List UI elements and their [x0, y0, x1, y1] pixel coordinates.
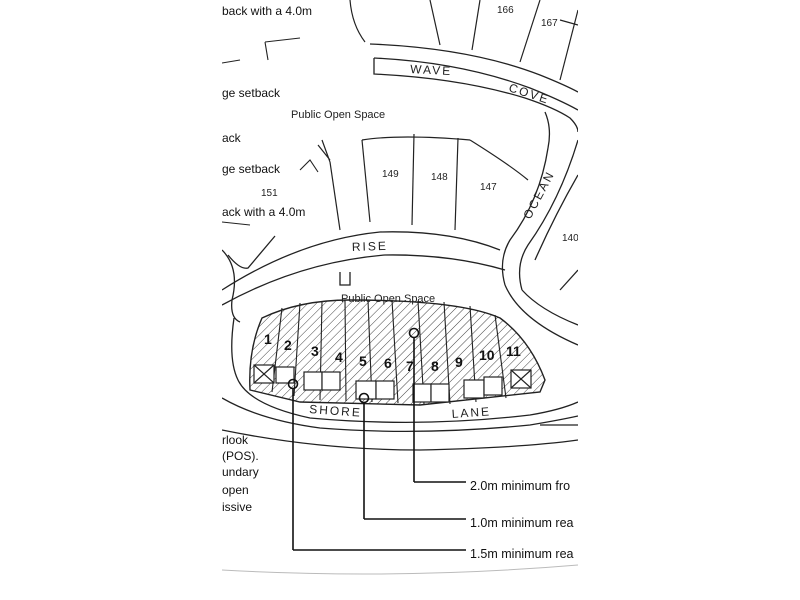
open-space-label-upper: Public Open Space: [291, 109, 385, 121]
existing-lot-167: 167: [541, 18, 558, 29]
street-label-cove: COVE: [507, 81, 551, 107]
new-lot-4: 4: [335, 349, 343, 365]
existing-lot-166: 166: [497, 5, 514, 16]
new-lot-10: 10: [479, 347, 495, 363]
left-lot-lines: [222, 37, 319, 226]
street-label-rise: RISE: [352, 239, 388, 254]
setback-front-label: 2.0m minimum fro: [470, 479, 570, 493]
top-lot-lines: [349, 0, 578, 81]
new-lot-5: 5: [359, 353, 367, 369]
new-lot-6: 6: [384, 355, 392, 371]
left-note-4: ge setback: [222, 162, 281, 176]
new-lot-2: 2: [284, 337, 292, 353]
site-plan: WAVE COVE OCEAN RISE SHORE LANE Public O…: [222, 0, 578, 600]
new-lot-7: 7: [406, 358, 414, 374]
site-plan-drawing: WAVE COVE OCEAN RISE SHORE LANE Public O…: [222, 0, 578, 575]
setback-rear-1m-label: 1.0m minimum rea: [470, 516, 574, 530]
street-label-shore: SHORE: [309, 402, 363, 420]
left-note-2: ge setback: [222, 86, 281, 100]
new-lot-9: 9: [455, 354, 463, 370]
bottom-boundary-line: [222, 564, 578, 575]
street-label-wave: WAVE: [410, 62, 453, 78]
open-space-label-lower: Public Open Space: [341, 293, 435, 305]
left-note-6: rlook: [222, 433, 249, 447]
street-label-ocean: OCEAN: [520, 168, 557, 221]
left-note-3: ack: [222, 131, 242, 145]
left-note-9: open: [222, 483, 249, 497]
left-note-7: (POS).: [222, 449, 259, 463]
shore-lane-road: [222, 249, 578, 451]
existing-lot-140: 140: [562, 233, 578, 244]
callout-lines: [287, 327, 466, 551]
new-lot-8: 8: [431, 358, 439, 374]
street-label-lane: LANE: [451, 404, 491, 421]
new-lot-1: 1: [264, 331, 272, 347]
existing-lot-151: 151: [261, 188, 278, 199]
ocean-road: [501, 139, 578, 346]
left-note-10: issive: [222, 500, 252, 514]
existing-lot-148: 148: [431, 172, 448, 183]
rise-road: [222, 231, 506, 306]
new-lot-11: 11: [506, 343, 521, 359]
existing-lot-147: 147: [480, 182, 497, 193]
left-note-5: ack with a 4.0m: [222, 205, 305, 219]
left-note-1: back with a 4.0m: [222, 4, 312, 18]
garage-boxes: [253, 364, 532, 403]
mid-lots: [317, 133, 529, 231]
existing-lot-149: 149: [382, 169, 399, 180]
setback-rear-1-5m-label: 1.5m minimum rea: [470, 547, 574, 561]
wave-cove-road: [369, 43, 578, 149]
left-note-8: undary: [222, 465, 259, 479]
new-lot-3: 3: [311, 343, 319, 359]
